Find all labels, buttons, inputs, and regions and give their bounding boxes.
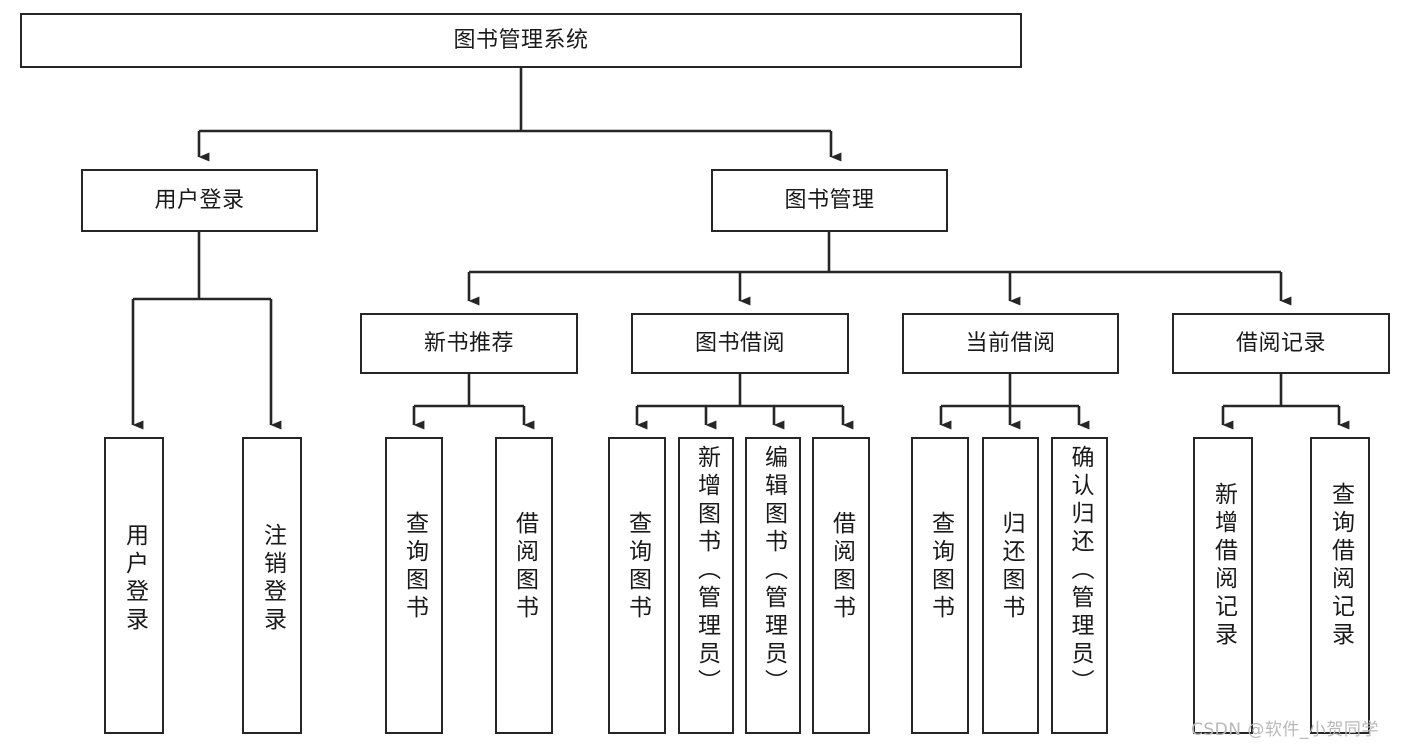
leaf-logout[interactable]: 注销登录 xyxy=(242,437,302,734)
leaf-borrow-book-recommend[interactable]: 借阅图书 xyxy=(495,437,553,734)
node-user-login[interactable]: 用户登录 xyxy=(81,169,318,232)
node-label: 新增借阅记录 xyxy=(1210,482,1237,650)
leaf-query-book-current[interactable]: 查询图书 xyxy=(911,437,969,734)
leaf-query-book-recommend[interactable]: 查询图书 xyxy=(385,437,443,734)
node-label: 新书推荐 xyxy=(423,330,514,356)
node-borrow-records[interactable]: 借阅记录 xyxy=(1172,313,1390,374)
node-label: 查询图书 xyxy=(927,511,954,623)
node-label: 图书借阅 xyxy=(694,330,785,356)
leaf-add-borrow-record[interactable]: 新增借阅记录 xyxy=(1193,437,1253,734)
leaf-edit-book-admin[interactable]: 编辑图书（管理员） xyxy=(745,437,801,734)
node-label: 归还图书 xyxy=(998,511,1024,623)
node-label: 查询图书 xyxy=(624,511,651,623)
node-label: 用户登录 xyxy=(121,523,148,635)
node-current-borrow[interactable]: 当前借阅 xyxy=(902,313,1119,374)
leaf-query-borrow-record[interactable]: 查询借阅记录 xyxy=(1310,437,1370,734)
node-label: 借阅图书 xyxy=(511,511,538,623)
node-label: 借阅图书 xyxy=(828,511,855,623)
node-label: 借阅记录 xyxy=(1235,330,1326,356)
node-root-system[interactable]: 图书管理系统 xyxy=(20,13,1022,68)
leaf-borrow-book[interactable]: 借阅图书 xyxy=(812,437,870,734)
node-label: 用户登录 xyxy=(154,187,245,213)
node-book-borrow[interactable]: 图书借阅 xyxy=(631,313,849,374)
leaf-add-book-admin[interactable]: 新增图书（管理员） xyxy=(678,437,734,734)
node-label: 图书管理 xyxy=(784,187,875,213)
node-label: 新增图书（管理员） xyxy=(693,445,720,697)
node-book-management[interactable]: 图书管理 xyxy=(711,169,948,232)
node-label: 当前借阅 xyxy=(965,330,1056,356)
csdn-watermark: CSDN @软件_小贺同学 xyxy=(1191,720,1379,740)
node-label: 图书管理系统 xyxy=(453,27,589,53)
leaf-confirm-return-admin[interactable]: 确认归还（管理员） xyxy=(1051,437,1108,734)
node-label: 确认归还（管理员） xyxy=(1067,445,1093,697)
node-label: 编辑图书（管理员） xyxy=(760,445,787,697)
node-new-book-recommend[interactable]: 新书推荐 xyxy=(360,313,578,374)
node-label: 注销登录 xyxy=(259,523,286,635)
leaf-query-book-borrow[interactable]: 查询图书 xyxy=(608,437,666,734)
leaf-user-login[interactable]: 用户登录 xyxy=(104,437,164,734)
node-label: 查询图书 xyxy=(401,511,428,623)
leaf-return-book[interactable]: 归还图书 xyxy=(982,437,1039,734)
node-label: 查询借阅记录 xyxy=(1327,482,1354,650)
